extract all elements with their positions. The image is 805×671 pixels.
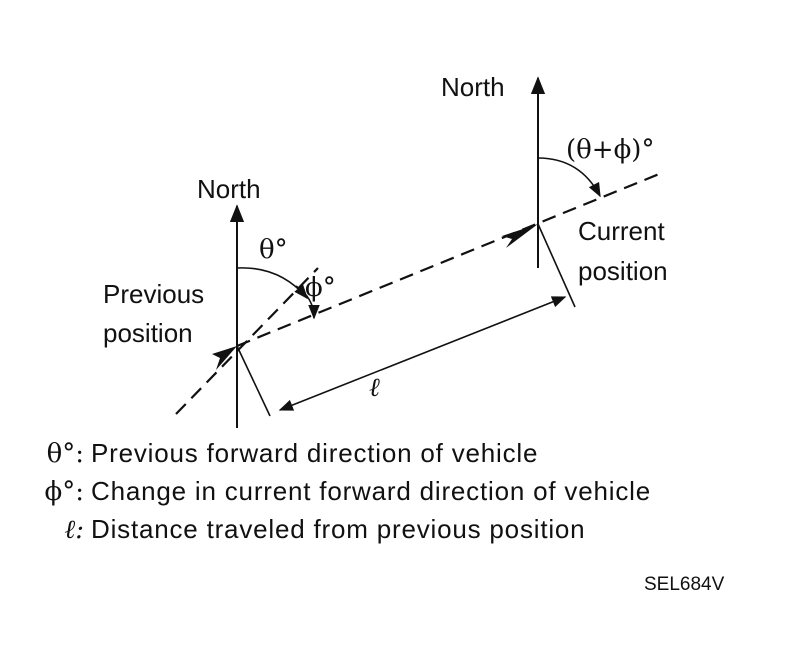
current-position-label-1: Current (578, 216, 665, 246)
distance-extension-previous (236, 345, 271, 417)
figure-code: SEL684V (644, 574, 725, 595)
previous-position-label-1: Previous (103, 279, 204, 309)
theta-arc (236, 267, 308, 300)
current-position-label-2: position (578, 256, 668, 286)
legend-text-distance: Distance traveled from previous position (91, 514, 585, 544)
legend-symbol-theta: θ°: (47, 439, 84, 469)
legend: θ°: Previous forward direction of vehicl… (45, 438, 651, 545)
current-vehicle-arrow (502, 224, 538, 248)
distance-label: ℓ (369, 373, 380, 403)
distance-dimension-arrow (278, 296, 567, 411)
theta-label: θ° (259, 235, 288, 265)
legend-symbol-phi: ϕ°: (45, 477, 84, 507)
legend-symbol-distance: ℓ: (64, 515, 84, 545)
distance-extension-current (537, 223, 576, 308)
legend-text-phi: Change in current forward direction of v… (91, 476, 651, 506)
theta-phi-arc (537, 157, 601, 198)
previous-north-label: North (197, 174, 261, 204)
phi-label: ϕ° (305, 273, 336, 303)
legend-text-theta: Previous forward direction of vehicle (91, 438, 538, 468)
current-north-label: North (441, 72, 505, 102)
previous-vehicle-arrow (212, 346, 237, 370)
previous-position-label-2: position (103, 318, 193, 348)
theta-phi-label: (θ+ϕ)° (566, 135, 654, 165)
